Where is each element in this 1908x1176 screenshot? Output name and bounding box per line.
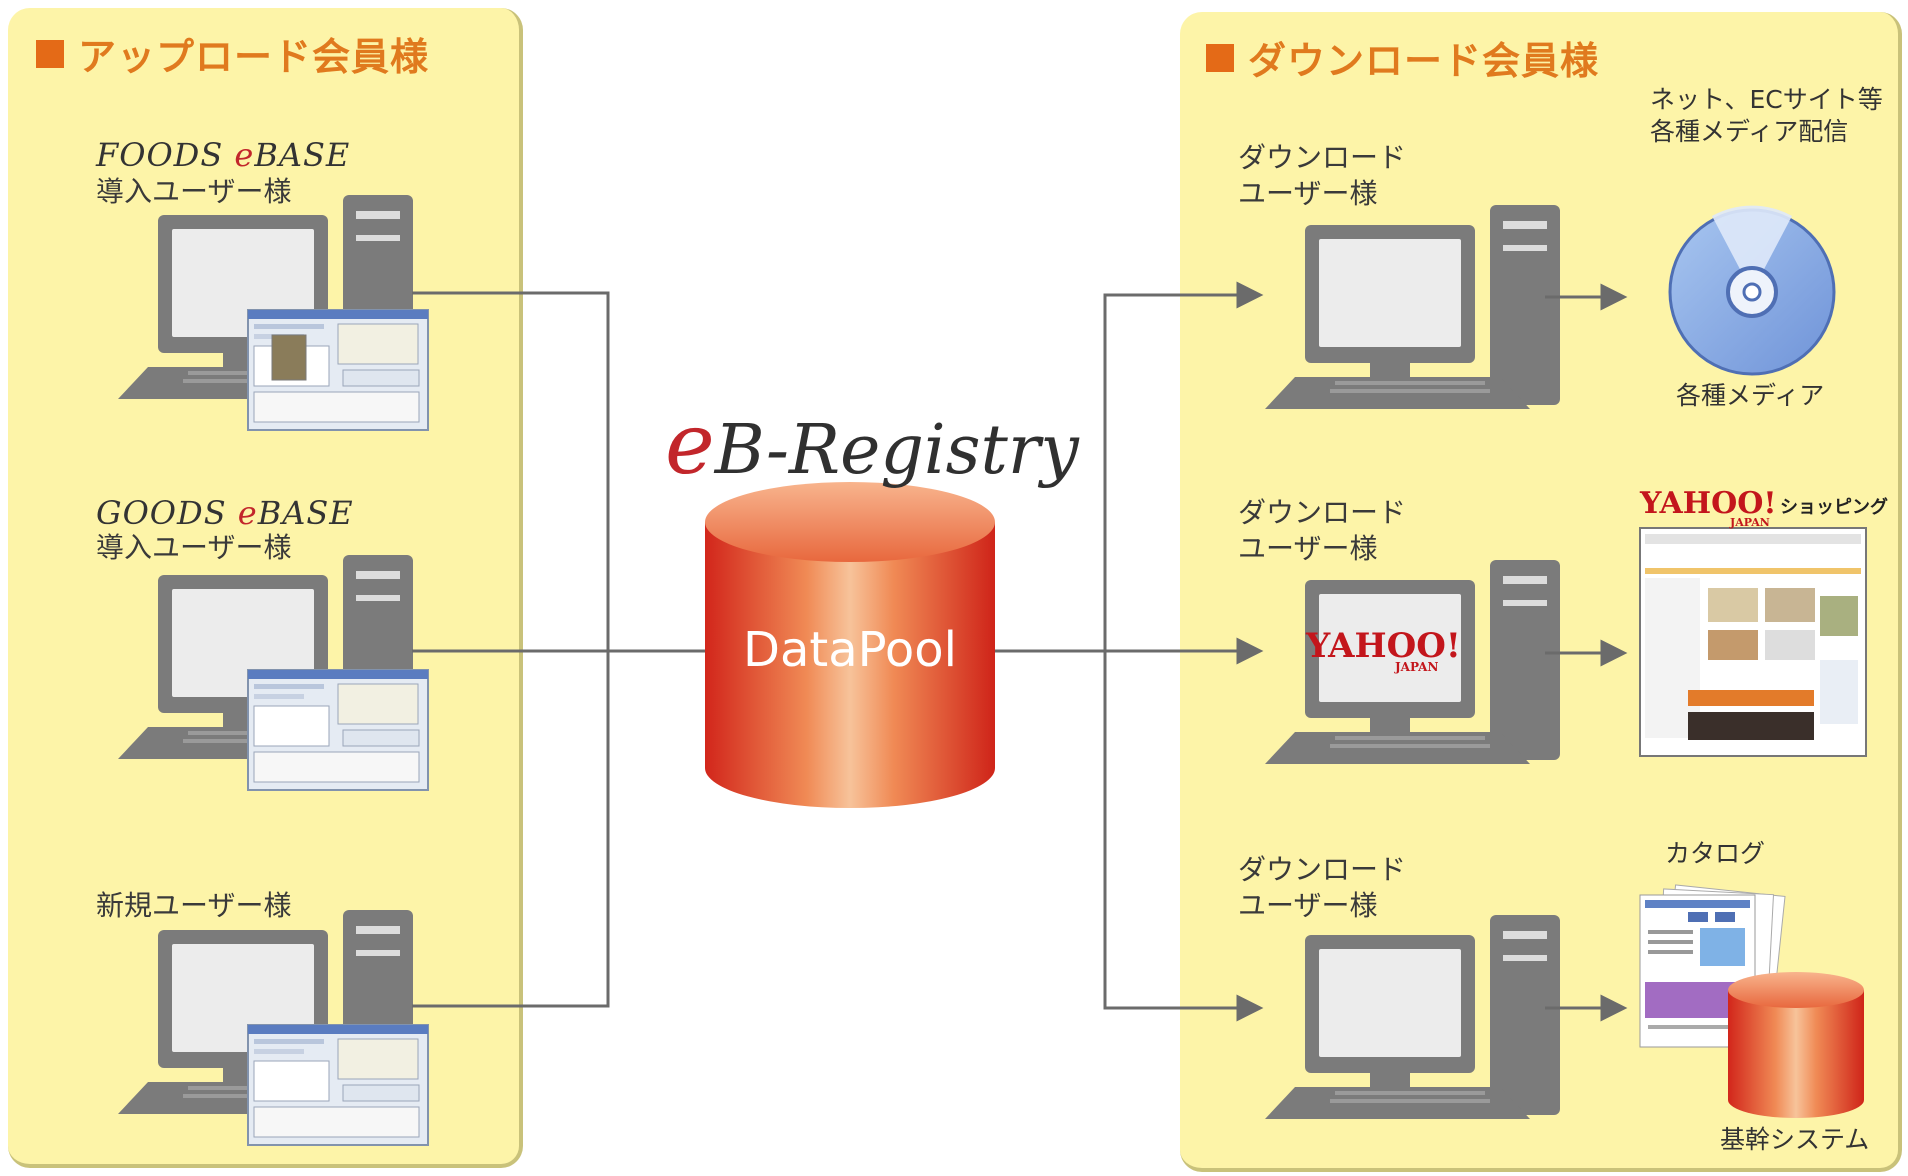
- yahoo-shopping-text: ショッピング: [1780, 497, 1888, 518]
- catalog-label: カタログ: [1665, 839, 1766, 868]
- new-user-label: 新規ユーザー様: [96, 889, 292, 922]
- orange-square-icon: [36, 39, 64, 68]
- upload-computer-3: [118, 910, 429, 1146]
- upload-computer-1: [118, 195, 429, 431]
- core-system-label: 基幹システム: [1720, 1125, 1870, 1154]
- ebase-e-letter: e: [234, 136, 255, 174]
- foods-user-label: 導入ユーザー様: [96, 175, 292, 208]
- goods-user-label: 導入ユーザー様: [96, 531, 292, 564]
- download-computer-3: [1265, 915, 1560, 1119]
- disc-icon: [1668, 205, 1836, 376]
- datapool-cylinder: [705, 482, 995, 808]
- datapool-label: DataPool: [743, 622, 957, 678]
- goods-ebase-screen: [247, 669, 429, 791]
- net-ec-label: ネット、ECサイト等各種メディア配信: [1650, 85, 1883, 146]
- core-system-cylinder: [1728, 972, 1864, 1118]
- upload-panel-title: アップロード会員様: [36, 26, 429, 81]
- download-user-label-3: ダウンロードユーザー様: [1238, 853, 1407, 922]
- foods-ebase-brand: FOODS eBASE: [96, 136, 351, 174]
- download-user-label-1: ダウンロードユーザー様: [1238, 141, 1407, 210]
- yahoo-logo: YAHOO!: [1640, 486, 1777, 521]
- download-connectors: [995, 281, 1264, 1022]
- goods-ebase-brand: GOODS eBASE: [96, 494, 354, 532]
- monitor-yahoo-japan: JAPAN: [1395, 660, 1439, 674]
- orange-square-icon: [1206, 43, 1234, 72]
- ebase-e-letter: e: [237, 494, 258, 532]
- download-title-text: ダウンロード会員様: [1248, 39, 1600, 83]
- monitor-yahoo-logo: YAHOO!: [1306, 626, 1461, 666]
- output-arrows: [1545, 283, 1628, 1022]
- upload-computer-2: [118, 555, 429, 791]
- upload-title-text: アップロード会員様: [78, 35, 430, 79]
- download-panel-title: ダウンロード会員様: [1206, 30, 1599, 85]
- upload-connectors: [412, 291, 705, 1008]
- new-user-screen: [247, 1024, 429, 1146]
- download-user-label-2: ダウンロードユーザー様: [1238, 496, 1407, 565]
- media-label: 各種メディア: [1676, 381, 1825, 410]
- download-computer-1: [1265, 205, 1560, 409]
- yahoo-shopping-page: [1639, 527, 1867, 757]
- eb-registry-title: eB-Registry: [665, 395, 1079, 493]
- yahoo-japan-text: JAPAN: [1730, 516, 1770, 529]
